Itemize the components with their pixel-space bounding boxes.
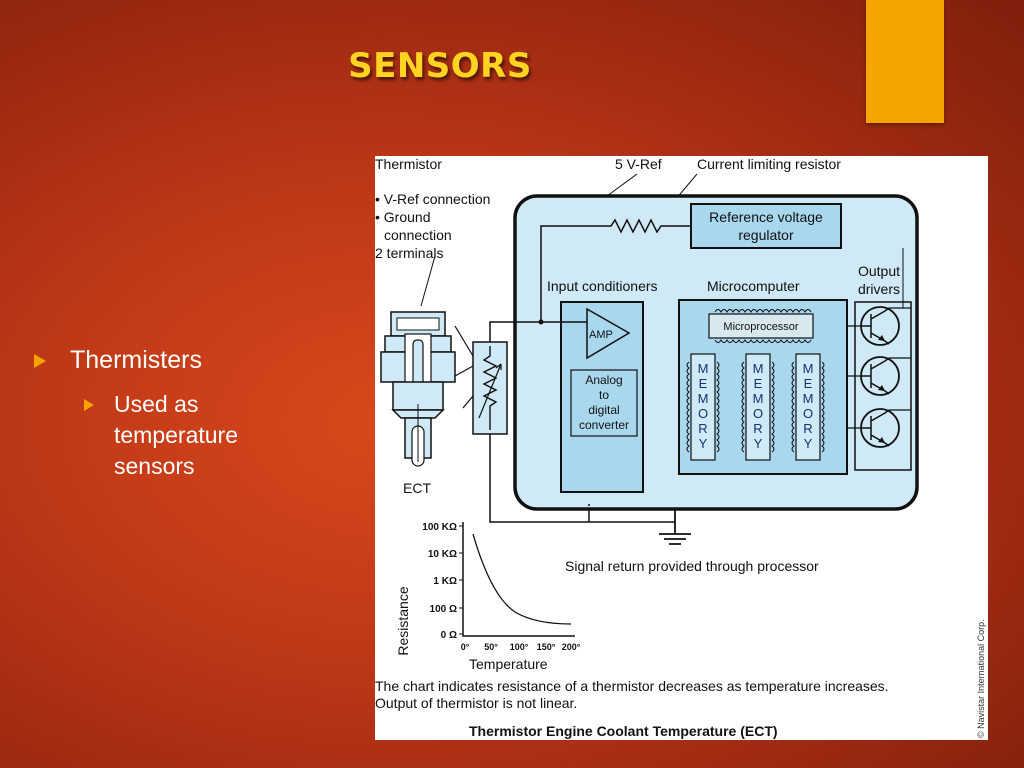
caption-line: The chart indicates resistance of a ther… bbox=[375, 678, 889, 694]
output-drivers-label: drivers bbox=[858, 281, 900, 297]
thermistor-note: • Ground bbox=[375, 209, 431, 225]
junction-dot bbox=[538, 319, 544, 325]
graph-x-tick: 150° bbox=[537, 642, 556, 652]
reference-regulator-box bbox=[690, 203, 842, 249]
graph-x-tick: 200° bbox=[562, 642, 581, 652]
chip-pins bbox=[714, 309, 812, 313]
microprocessor-label: Microprocessor bbox=[723, 321, 799, 333]
ect-sensor-illustration bbox=[380, 311, 456, 467]
adc-box bbox=[570, 369, 638, 437]
adc-label: Analog bbox=[585, 373, 622, 387]
sub-bullet-text: Used as temperature sensors bbox=[114, 391, 239, 479]
transistor-icon bbox=[860, 306, 900, 346]
thermistor-resistor-symbol bbox=[482, 346, 498, 430]
transistor-icon bbox=[860, 408, 900, 448]
microprocessor-chip bbox=[708, 313, 814, 339]
svg-text:M: M bbox=[803, 391, 814, 406]
variable-arrow bbox=[478, 363, 502, 419]
graph-ticks bbox=[459, 525, 463, 635]
regulator-label: regulator bbox=[738, 227, 794, 243]
thermistor-note: connection bbox=[384, 227, 452, 243]
ect-diagram-figure: Thermistor 5 V-Ref Current limiting resi… bbox=[375, 156, 988, 740]
svg-text:M: M bbox=[753, 361, 764, 376]
svg-text:R: R bbox=[803, 421, 812, 436]
svg-text:O: O bbox=[698, 406, 708, 421]
graph-y-tick: 1 KΩ bbox=[433, 576, 457, 587]
bullet-item: Thermisters bbox=[34, 346, 334, 375]
graph-x-tick: 50° bbox=[484, 642, 498, 652]
svg-text:Y: Y bbox=[699, 436, 708, 451]
bullet-arrow-icon bbox=[84, 399, 94, 411]
ect-label: ECT bbox=[403, 480, 431, 496]
ground-icon bbox=[659, 509, 691, 545]
microcomputer-label: Microcomputer bbox=[707, 278, 800, 294]
adc-label: converter bbox=[579, 418, 629, 432]
graph-y-tick: 0 Ω bbox=[441, 630, 457, 641]
return-wire bbox=[489, 434, 675, 523]
chip-pins bbox=[714, 339, 812, 343]
svg-text:E: E bbox=[804, 376, 813, 391]
thermistor-note: • V-Ref connection bbox=[375, 191, 490, 207]
sub-bullet-item: Used as temperature sensors bbox=[84, 389, 334, 482]
memory-chip: M E M O R Y bbox=[741, 353, 775, 461]
terminals-leader-line bbox=[420, 255, 436, 307]
current-resistor-label: Current limiting resistor bbox=[697, 156, 841, 172]
thermistor-note: 2 terminals bbox=[375, 245, 443, 261]
bullet-list: Thermisters Used as temperature sensors bbox=[34, 346, 334, 482]
current-limiting-resistor bbox=[540, 218, 691, 324]
svg-text:O: O bbox=[803, 406, 813, 421]
output-drivers-label: Output bbox=[858, 263, 900, 279]
caption-title: Thermistor Engine Coolant Temperature (E… bbox=[469, 723, 778, 739]
regulator-label: Reference voltage bbox=[709, 209, 823, 225]
memory-chip: M E M O R Y bbox=[686, 353, 720, 461]
vref-label: 5 V-Ref bbox=[615, 156, 662, 172]
svg-text:Y: Y bbox=[754, 436, 763, 451]
graph-y-tick: 100 Ω bbox=[430, 604, 457, 615]
graph-axes bbox=[462, 522, 575, 637]
amp-triangle bbox=[586, 307, 631, 360]
bullet-arrow-icon bbox=[34, 354, 46, 368]
caption-line: Output of thermistor is not linear. bbox=[375, 695, 577, 711]
graph-ylabel: Resistance bbox=[395, 586, 411, 655]
svg-text:R: R bbox=[698, 421, 707, 436]
svg-text:M: M bbox=[698, 361, 709, 376]
svg-text:M: M bbox=[803, 361, 814, 376]
slide-title: SENSORS bbox=[348, 46, 532, 86]
svg-text:R: R bbox=[753, 421, 762, 436]
amp-label: AMP bbox=[589, 329, 613, 341]
svg-text:E: E bbox=[699, 376, 708, 391]
svg-text:O: O bbox=[753, 406, 763, 421]
adc-label: to bbox=[599, 388, 609, 402]
transistor-icon bbox=[860, 356, 900, 396]
accent-tab bbox=[866, 0, 944, 123]
driver-bus bbox=[902, 248, 904, 308]
signal-return-label: Signal return provided through processor bbox=[565, 558, 819, 574]
svg-text:Y: Y bbox=[804, 436, 813, 451]
resistance-curve bbox=[472, 533, 572, 625]
graph-xlabel: Temperature bbox=[469, 656, 548, 672]
svg-text:E: E bbox=[754, 376, 763, 391]
ect-diagram: Thermistor 5 V-Ref Current limiting resi… bbox=[375, 156, 986, 739]
bullet-text: Thermisters bbox=[70, 346, 202, 374]
copyright-note: © Navistar International Corp. bbox=[976, 619, 986, 738]
svg-text:M: M bbox=[698, 391, 709, 406]
adc-label: digital bbox=[588, 403, 619, 417]
svg-text:M: M bbox=[753, 391, 764, 406]
graph-x-tick: 100° bbox=[510, 642, 529, 652]
sensor-wires bbox=[454, 325, 474, 409]
graph-y-tick: 100 KΩ bbox=[422, 522, 457, 533]
driver-wires bbox=[847, 307, 911, 429]
memory-chip: M E M O R Y bbox=[791, 353, 825, 461]
input-conditioners-label: Input conditioners bbox=[547, 278, 658, 294]
graph-y-tick: 10 KΩ bbox=[428, 549, 457, 560]
thermistor-heading: Thermistor bbox=[375, 156, 442, 172]
graph-x-tick: 0° bbox=[461, 642, 470, 652]
